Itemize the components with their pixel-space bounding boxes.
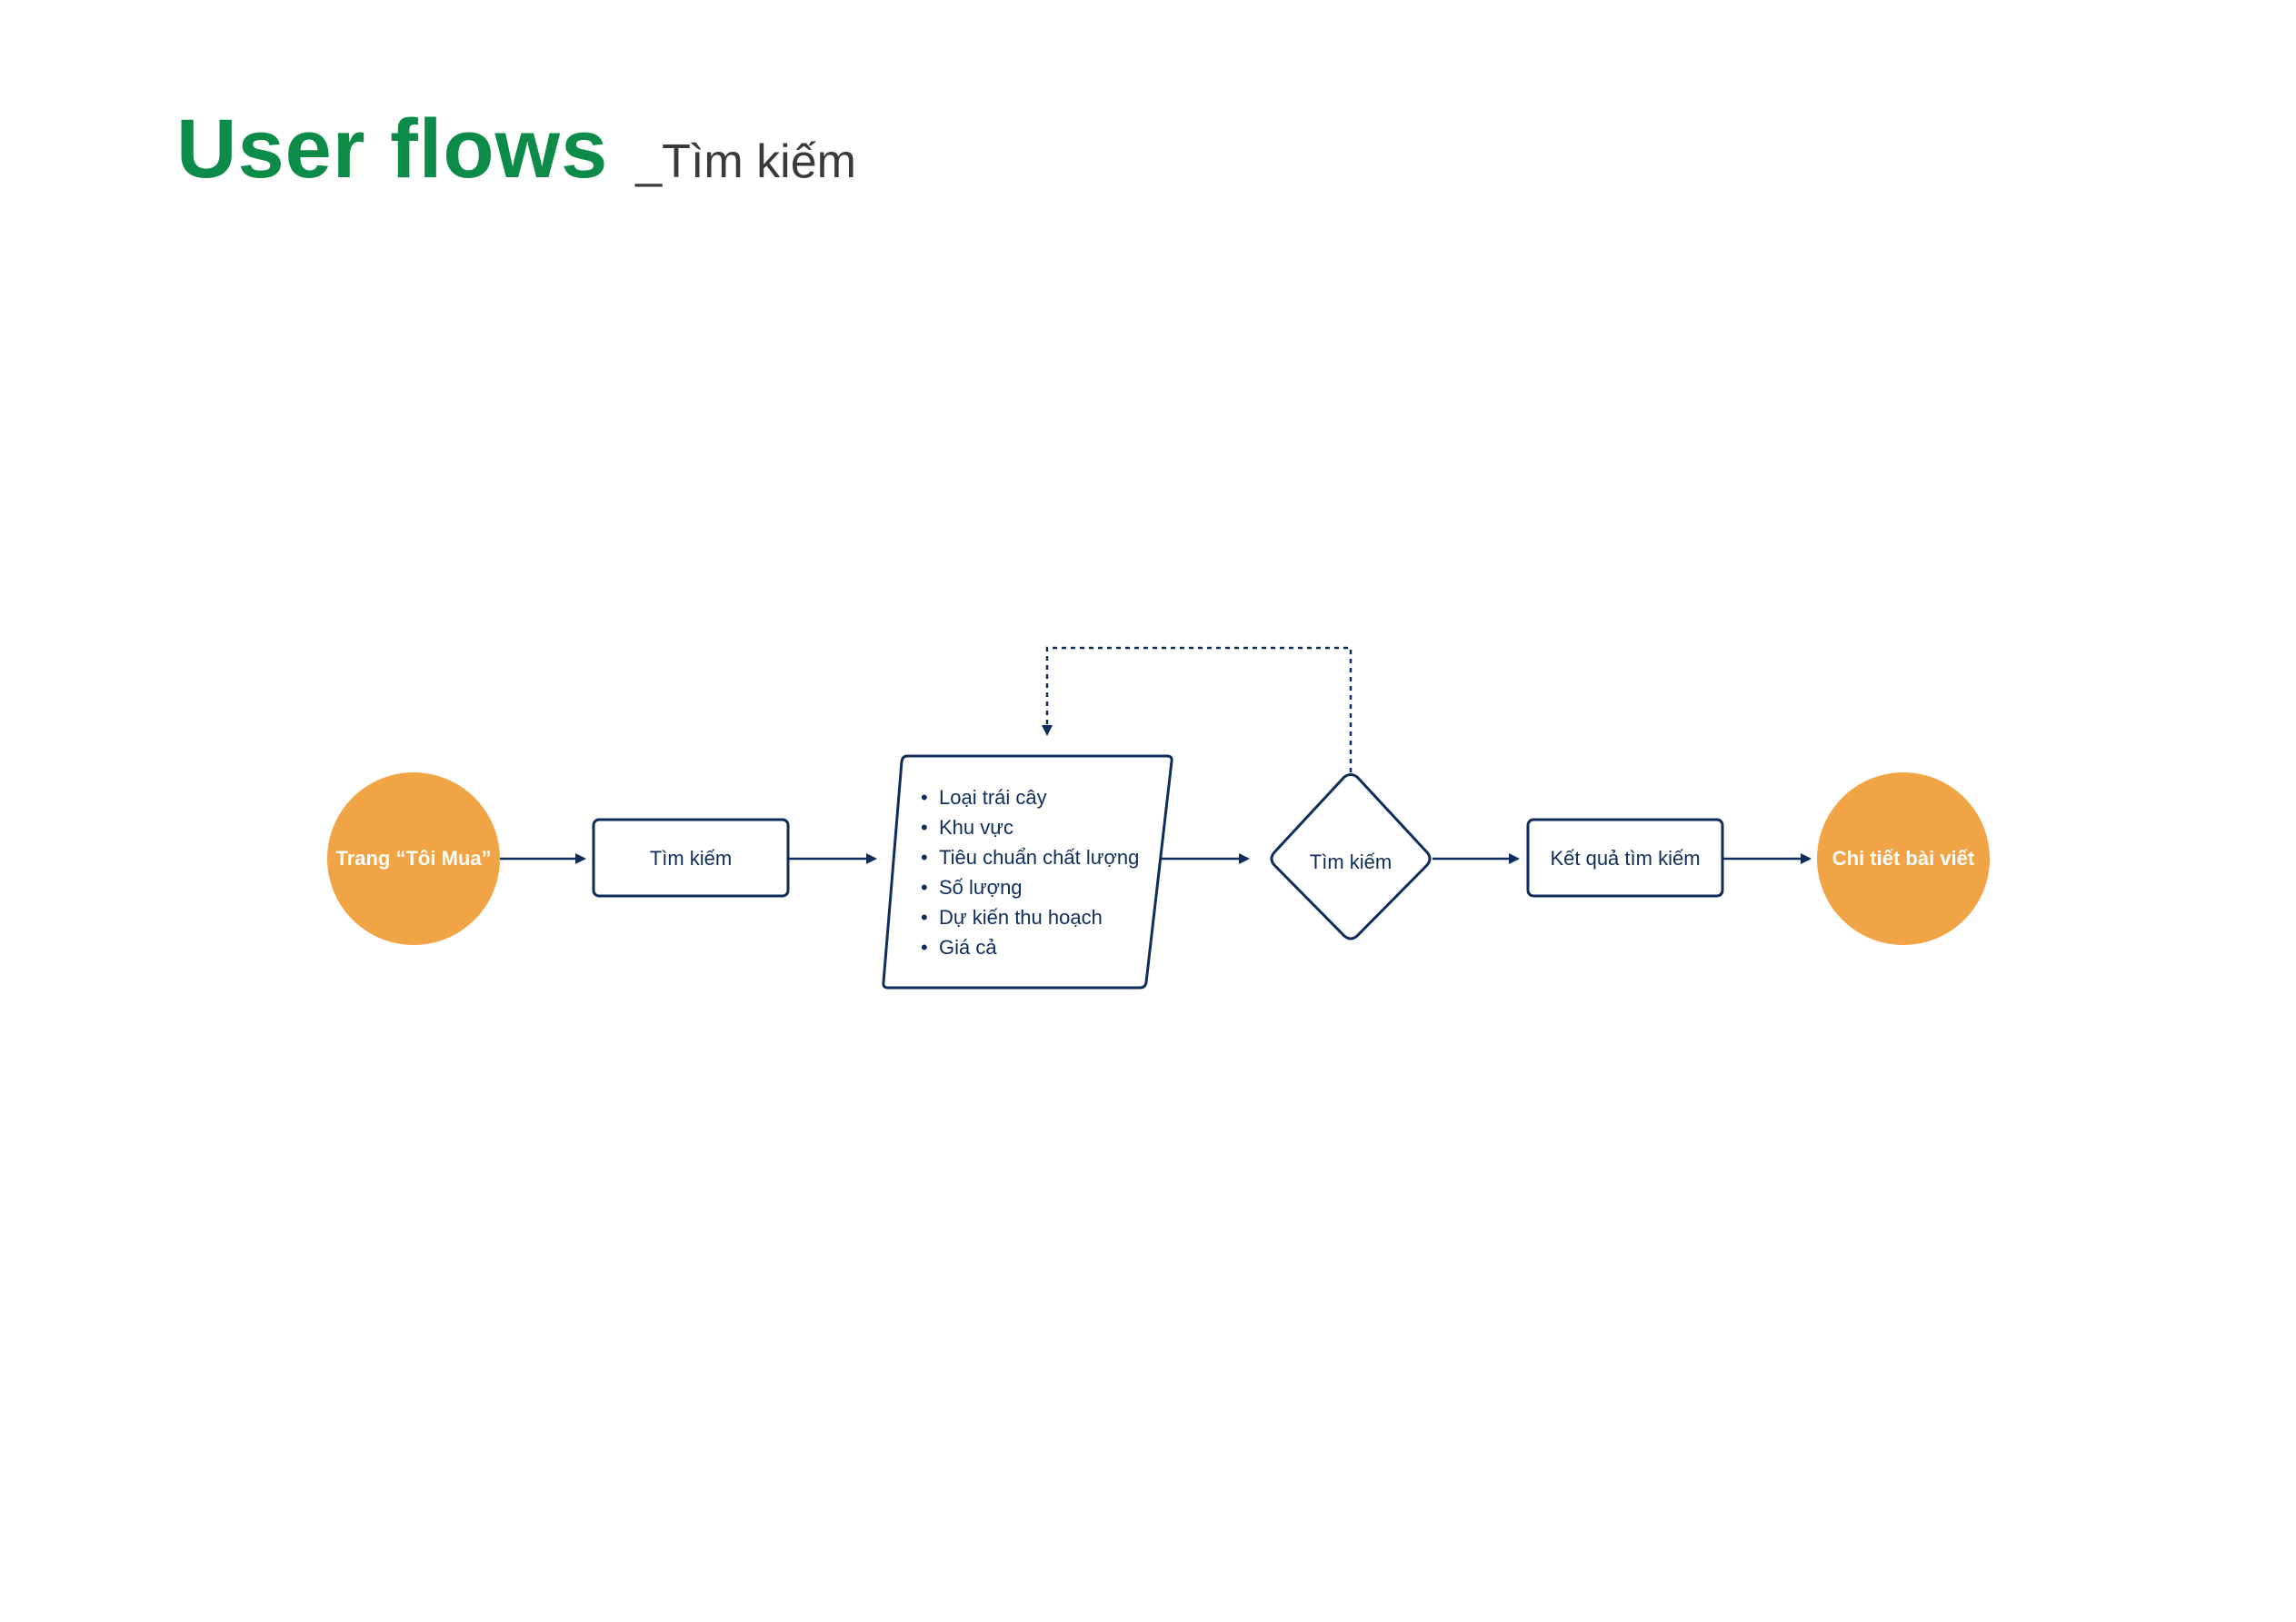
start-node: Trang “Tôi Mua” [327, 772, 500, 945]
results-node: Kết quả tìm kiếm [1526, 818, 1724, 898]
decision-node: Tìm kiếm [1270, 773, 1432, 940]
search-process-label: Tìm kiếm [650, 847, 732, 870]
filters-list: • Loại trái cây • Khu vực • Tiêu chuẩn c… [921, 786, 1139, 959]
loop-back-arrow [1042, 646, 1353, 772]
filter-bullet: • [921, 936, 928, 959]
filter-item: Tiêu chuẩn chất lượng [939, 846, 1139, 869]
header: User flows _Tìm kiếm [176, 102, 856, 197]
filter-item: Loại trái cây [939, 786, 1047, 809]
filter-bullet: • [921, 846, 928, 869]
filter-item: Khu vực [939, 816, 1013, 839]
filter-bullet: • [921, 786, 928, 809]
end-node-label: Chi tiết bài viết [1832, 847, 1975, 870]
filter-bullet: • [921, 816, 928, 839]
start-node-label: Trang “Tôi Mua” [335, 847, 491, 870]
filter-bullet: • [921, 876, 928, 899]
filter-item: Giá cả [939, 936, 997, 959]
page-subtitle: _Tìm kiếm [635, 135, 856, 188]
filters-input-node: • Loại trái cây • Khu vực • Tiêu chuẩn c… [882, 754, 1173, 990]
page-title: User flows [176, 103, 609, 195]
search-process-node: Tìm kiếm [592, 818, 790, 898]
filter-bullet: • [921, 906, 928, 929]
end-node: Chi tiết bài viết [1817, 772, 1990, 945]
filter-item: Dự kiến thu hoạch [939, 906, 1103, 929]
decision-label: Tìm kiếm [1310, 851, 1392, 873]
results-label: Kết quả tìm kiếm [1550, 847, 1700, 870]
filter-item: Số lượng [939, 876, 1023, 899]
